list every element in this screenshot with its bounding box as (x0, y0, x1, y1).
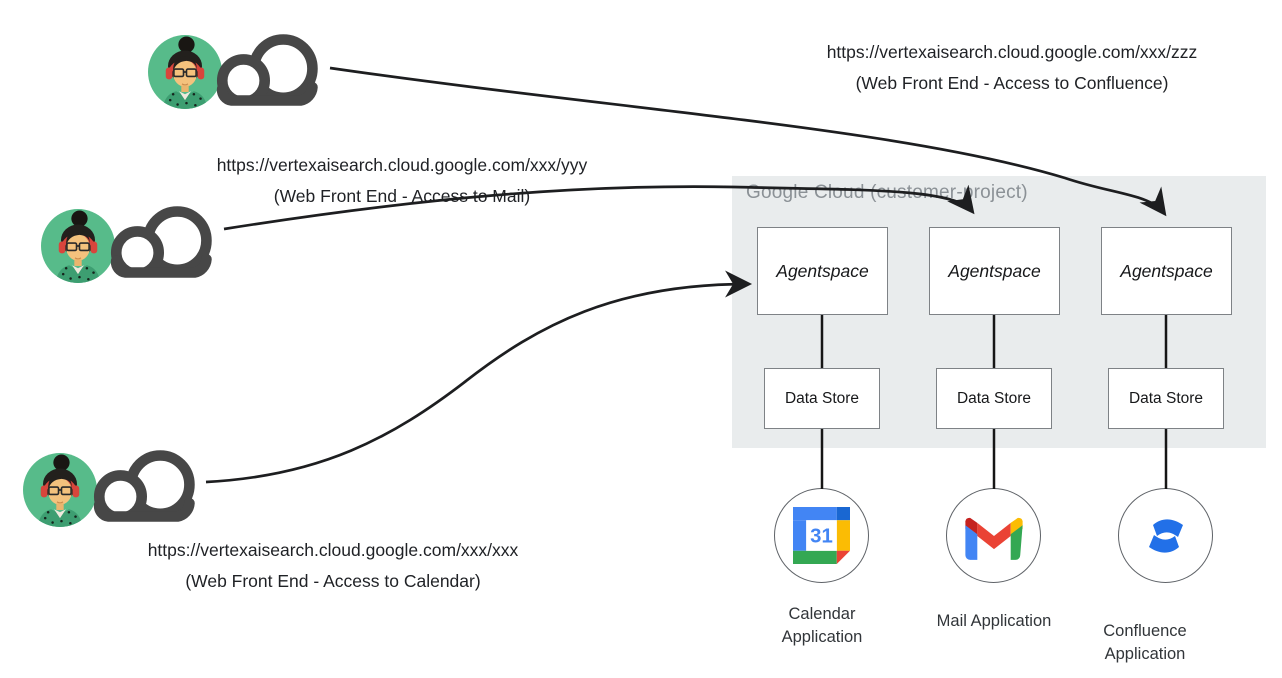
agentspace-box-calendar: Agentspace (757, 227, 888, 315)
endpoint-mail-url: https://vertexaisearch.cloud.google.com/… (216, 155, 588, 175)
agentspace-label: Agentspace (776, 260, 869, 281)
cloud-outline-icon (103, 198, 225, 286)
endpoint-calendar: https://vertexaisearch.cloud.google.com/… (63, 535, 603, 597)
confluence-app-label: Confluence Application (1103, 622, 1187, 663)
cloud-outline-icon (86, 442, 208, 530)
endpoint-calendar-url: https://vertexaisearch.cloud.google.com/… (147, 540, 519, 560)
user-avatar-top (148, 35, 222, 109)
gmail-icon (964, 517, 1023, 560)
arrow-calendar-request (205, 270, 753, 484)
datastore-label: Data Store (1128, 389, 1204, 407)
endpoint-calendar-caption: (Web Front End - Access to Calendar) (185, 571, 481, 591)
datastore-label: Data Store (956, 389, 1032, 407)
datastore-box-confluence: Data Store (1108, 368, 1224, 429)
endpoint-confluence: https://vertexaisearch.cloud.google.com/… (742, 37, 1282, 99)
google-cloud-label: Google Cloud (customer-project) (746, 182, 1028, 203)
confluence-app-circle (1118, 488, 1213, 583)
calendar-app-label: Calendar Application (781, 605, 863, 646)
agentspace-label: Agentspace (948, 260, 1041, 281)
google-calendar-icon: 31 (793, 507, 850, 564)
cloud-outline-icon (214, 34, 326, 114)
agentspace-box-confluence: Agentspace (1101, 227, 1232, 315)
datastore-box-mail: Data Store (936, 368, 1052, 429)
confluence-icon (1148, 518, 1183, 553)
calendar-day-text: 31 (810, 526, 833, 548)
agentspace-label: Agentspace (1120, 260, 1213, 281)
endpoint-confluence-caption: (Web Front End - Access to Confluence) (855, 73, 1169, 93)
calendar-app-circle: 31 (774, 488, 869, 583)
mail-app-circle (946, 488, 1041, 583)
endpoint-confluence-url: https://vertexaisearch.cloud.google.com/… (826, 42, 1198, 62)
agentspace-box-mail: Agentspace (929, 227, 1060, 315)
datastore-box-calendar: Data Store (764, 368, 880, 429)
mail-app-label: Mail Application (936, 612, 1052, 630)
datastore-label: Data Store (784, 389, 860, 407)
